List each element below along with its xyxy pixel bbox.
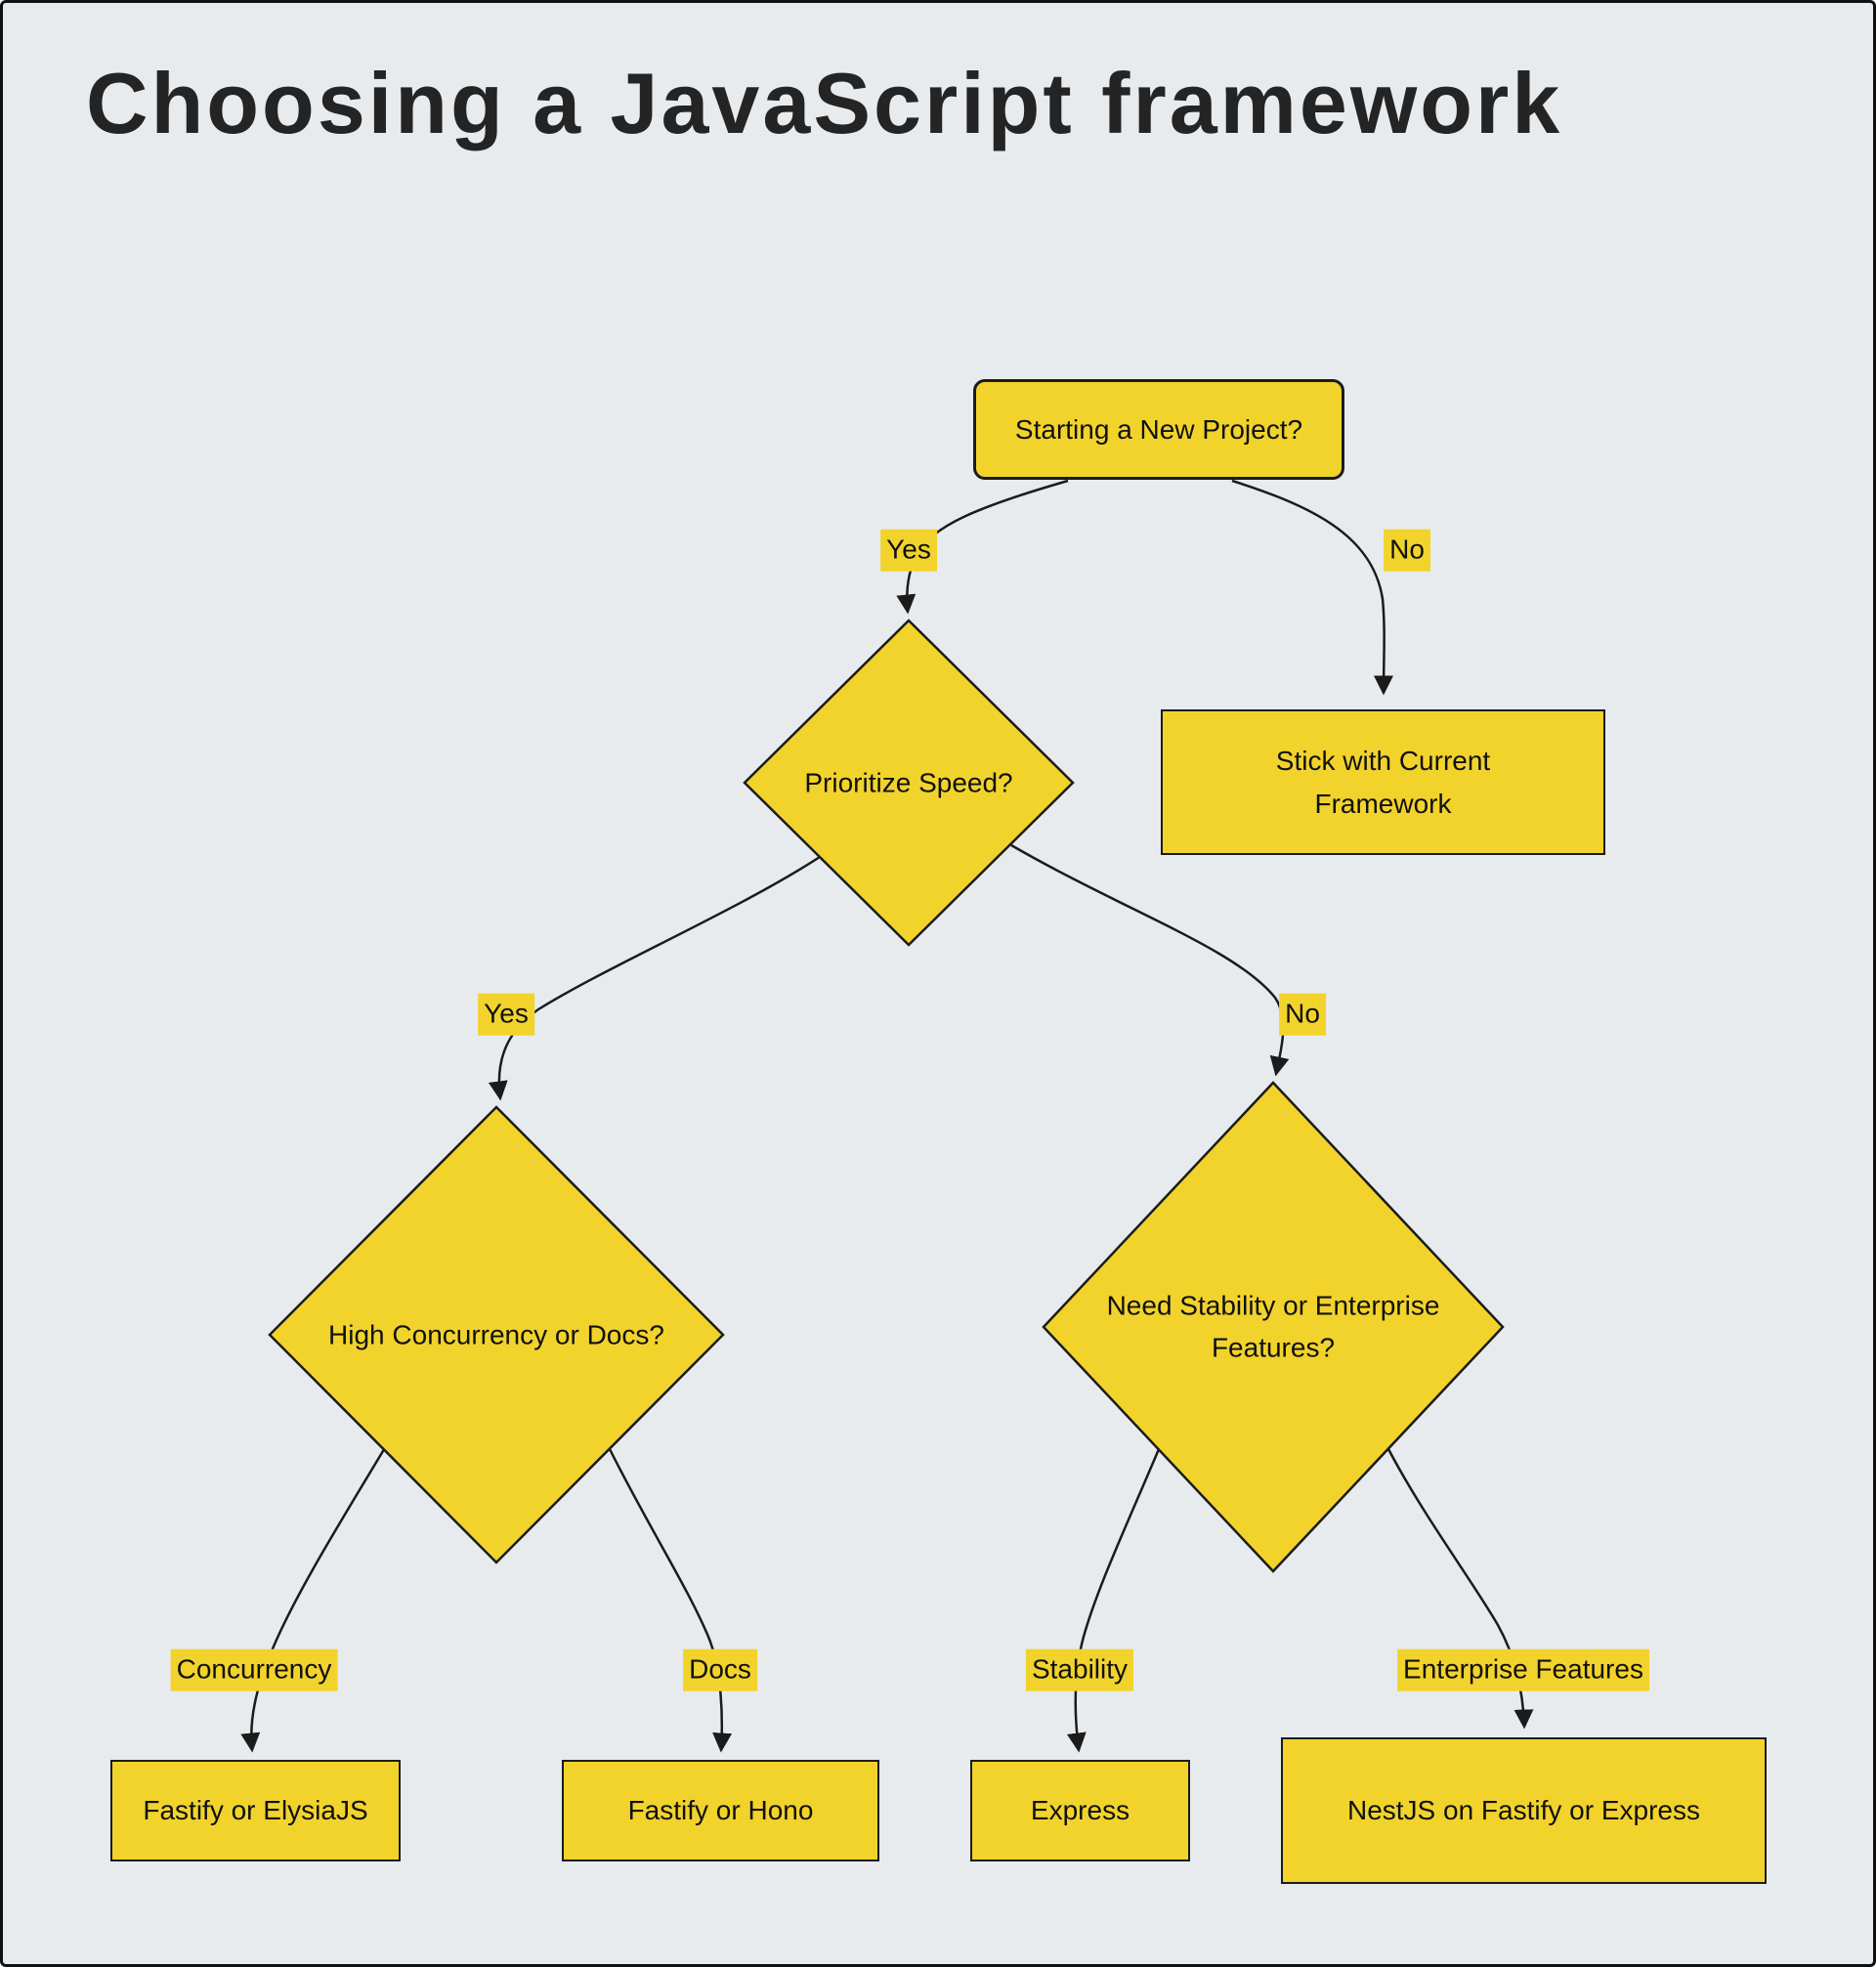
diamond-label-need-stability: Need Stability or Enterprise Features? (1106, 1290, 1440, 1363)
edge-label-yes-2: Yes (478, 993, 534, 1036)
node-fastify-or-elysiajs: Fastify or ElysiaJS (110, 1760, 401, 1861)
edge-docs (608, 1448, 733, 1753)
edge-label-no-1: No (1384, 529, 1430, 572)
edge-label-no-2: No (1279, 993, 1326, 1036)
node-label: Fastify or Hono (627, 1795, 814, 1826)
node-nestjs-on-fastify-or-express: NestJS on Fastify or Express (1281, 1737, 1767, 1884)
diamond-need-stability (1042, 1081, 1505, 1573)
edge-enterprise (1386, 1448, 1534, 1730)
edge-speed-no (1010, 843, 1290, 1077)
edge-label-enterprise-features: Enterprise Features (1397, 1648, 1649, 1691)
node-express: Express (970, 1760, 1190, 1861)
node-fastify-or-hono: Fastify or Hono (562, 1760, 879, 1861)
edge-label-docs: Docs (683, 1648, 757, 1691)
edge-label-yes-1: Yes (880, 529, 937, 572)
edge-label-concurrency: Concurrency (170, 1648, 338, 1691)
node-label: Starting a New Project? (1014, 413, 1303, 445)
edge-start-no (1231, 479, 1394, 696)
page-title: Choosing a JavaScript framework (86, 55, 1563, 151)
node-label: Express (1030, 1795, 1130, 1826)
node-label: NestJS on Fastify or Express (1346, 1795, 1700, 1826)
diamond-high-concurrency-docs (268, 1105, 725, 1564)
diamond-prioritize-speed (743, 619, 1075, 947)
edge-stability (1066, 1448, 1161, 1753)
diamond-label-prioritize-speed: Prioritize Speed? (804, 767, 1013, 798)
node-label: Fastify or ElysiaJS (143, 1795, 368, 1826)
edge-label-stability: Stability (1025, 1648, 1134, 1691)
edge-speed-yes (488, 851, 827, 1101)
node-starting-new-project: Starting a New Project? (973, 379, 1344, 480)
diamond-label-high-concurrency-docs: High Concurrency or Docs? (328, 1319, 664, 1350)
edge-concurrency (240, 1445, 388, 1753)
node-label: Stick with Current Framework (1275, 746, 1491, 819)
graph-edges-layer (240, 479, 1534, 1753)
node-stick-with-current-framework: Stick with Current Framework (1161, 709, 1605, 855)
